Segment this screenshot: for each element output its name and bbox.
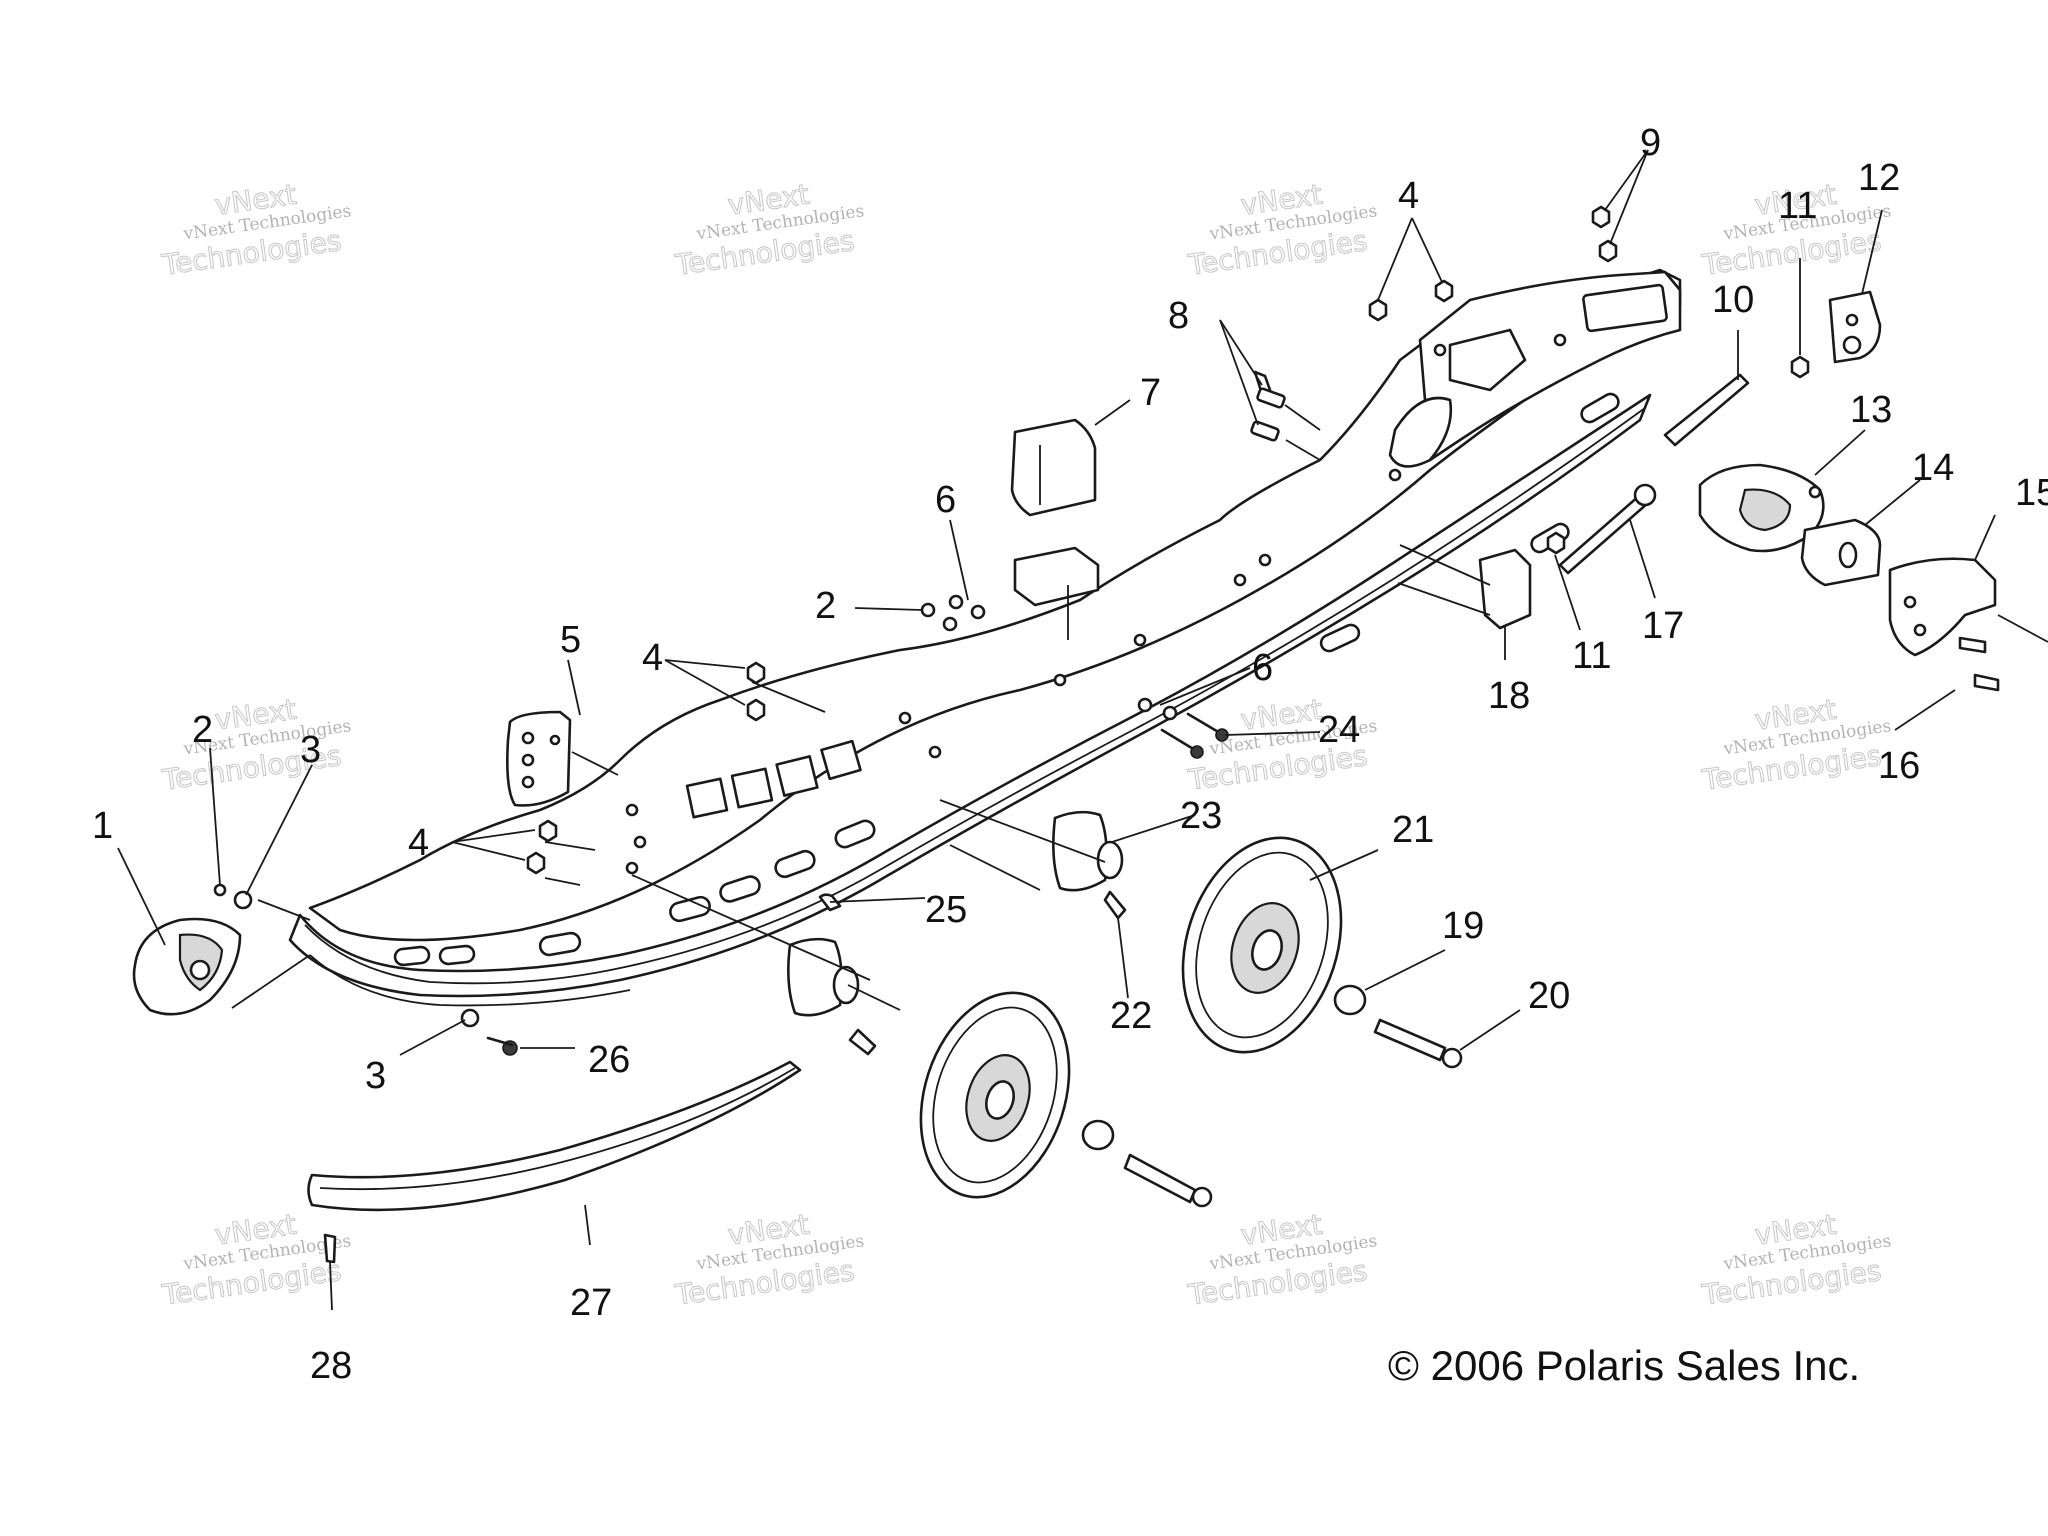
callout-12: 12 bbox=[1858, 157, 1900, 199]
block-part-18 bbox=[1478, 548, 1532, 630]
bumper-part-7 bbox=[1010, 418, 1100, 607]
bolt-lower bbox=[1081, 1119, 1213, 1208]
rail-holes bbox=[625, 333, 1567, 875]
callout-11-upper: 11 bbox=[1778, 185, 1817, 227]
callout-6-lower: 6 bbox=[1252, 647, 1273, 689]
axle-housing-lower bbox=[787, 937, 860, 1017]
callout-5: 5 bbox=[560, 619, 581, 661]
callout-26: 26 bbox=[588, 1039, 630, 1081]
callout-19: 19 bbox=[1442, 905, 1484, 947]
plate-part-5 bbox=[506, 710, 572, 807]
wheel-lower bbox=[919, 991, 1071, 1199]
callout-4-middle: 4 bbox=[642, 637, 663, 679]
slide-part-27 bbox=[307, 1060, 802, 1212]
callout-16: 16 bbox=[1878, 745, 1920, 787]
block-part-14 bbox=[1800, 518, 1882, 587]
callout-25: 25 bbox=[925, 889, 967, 931]
callout-20: 20 bbox=[1528, 975, 1570, 1017]
callout-15: 15 bbox=[2015, 472, 2048, 514]
callout-3-lower: 3 bbox=[365, 1055, 386, 1097]
callout-11-lower: 11 bbox=[1572, 635, 1611, 677]
nose-cap-part-1 bbox=[132, 917, 242, 1016]
callout-2-middle: 2 bbox=[815, 585, 836, 627]
rail-frame bbox=[288, 268, 1682, 1007]
leader-lines bbox=[117, 149, 1996, 1311]
callout-14: 14 bbox=[1912, 447, 1954, 489]
callout-3-upper: 3 bbox=[300, 729, 321, 771]
callout-labels: 1 2 2 3 3 4 4 4 4 5 6 6 7 8 9 10 11 11 1… bbox=[92, 122, 2048, 1387]
copyright-notice: © 2006 Polaris Sales Inc. bbox=[1388, 1342, 1860, 1389]
shaft-part-10 bbox=[1663, 373, 1750, 447]
wheel-part-21 bbox=[1181, 836, 1343, 1054]
callout-17: 17 bbox=[1642, 605, 1684, 647]
rail-slots bbox=[393, 392, 1620, 967]
callout-6-upper: 6 bbox=[935, 479, 956, 521]
callout-9: 9 bbox=[1640, 122, 1661, 164]
callout-22: 22 bbox=[1110, 995, 1152, 1037]
axle-housing-part-23 bbox=[1052, 810, 1124, 892]
callout-10: 10 bbox=[1712, 279, 1754, 321]
callout-13: 13 bbox=[1850, 389, 1892, 431]
bracket-part-15 bbox=[1888, 557, 2048, 657]
callout-7: 7 bbox=[1140, 372, 1161, 414]
callout-28: 28 bbox=[310, 1345, 352, 1387]
bolt-part-17 bbox=[1558, 483, 1657, 575]
fasteners bbox=[213, 205, 2000, 1264]
callout-27: 27 bbox=[570, 1282, 612, 1324]
callout-1: 1 bbox=[92, 805, 113, 847]
callout-2-left: 2 bbox=[192, 709, 213, 751]
callout-21: 21 bbox=[1392, 809, 1434, 851]
callout-18: 18 bbox=[1488, 675, 1530, 717]
callout-24: 24 bbox=[1318, 709, 1360, 751]
callout-8: 8 bbox=[1168, 295, 1189, 337]
callout-4-left: 4 bbox=[408, 822, 429, 864]
callout-4-upper: 4 bbox=[1398, 175, 1419, 217]
callout-23: 23 bbox=[1180, 795, 1222, 837]
bracket-part-13 bbox=[1698, 463, 1825, 553]
bolt-part-20 bbox=[1333, 984, 1463, 1069]
clip-part-12 bbox=[1828, 290, 1882, 364]
